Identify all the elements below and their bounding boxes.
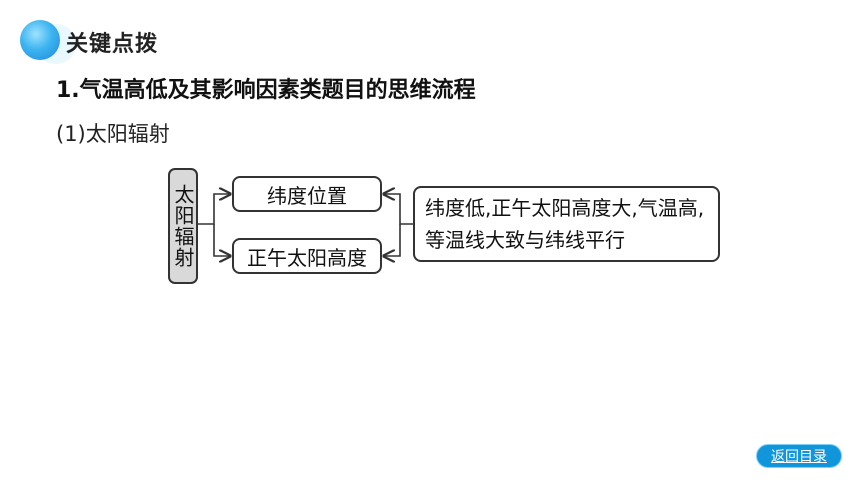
connector-right-bracket [384, 194, 413, 225]
header-decoration-circle [20, 20, 60, 60]
connector-left-bracket [198, 194, 230, 225]
page-heading: 1.气温高低及其影响因素类题目的思维流程 [56, 78, 476, 103]
root-node-label: 太阳辐射 [171, 184, 195, 268]
subheading: (1)太阳辐射 [56, 122, 170, 146]
section-title: 关键点拨 [66, 32, 159, 57]
connector-right-bracket-bottom [384, 224, 401, 256]
connector-left-bracket-bottom [213, 224, 230, 256]
factor-node-noon-sun-altitude: 正午太阳高度 [232, 238, 382, 274]
back-to-contents-button[interactable]: 返回目录 [756, 444, 842, 468]
factor-node-latitude: 纬度位置 [232, 176, 382, 212]
root-node-solar-radiation: 太阳辐射 [168, 168, 198, 284]
effect-node: 纬度低,正午太阳高度大,气温高,等温线大致与纬线平行 [413, 186, 720, 262]
